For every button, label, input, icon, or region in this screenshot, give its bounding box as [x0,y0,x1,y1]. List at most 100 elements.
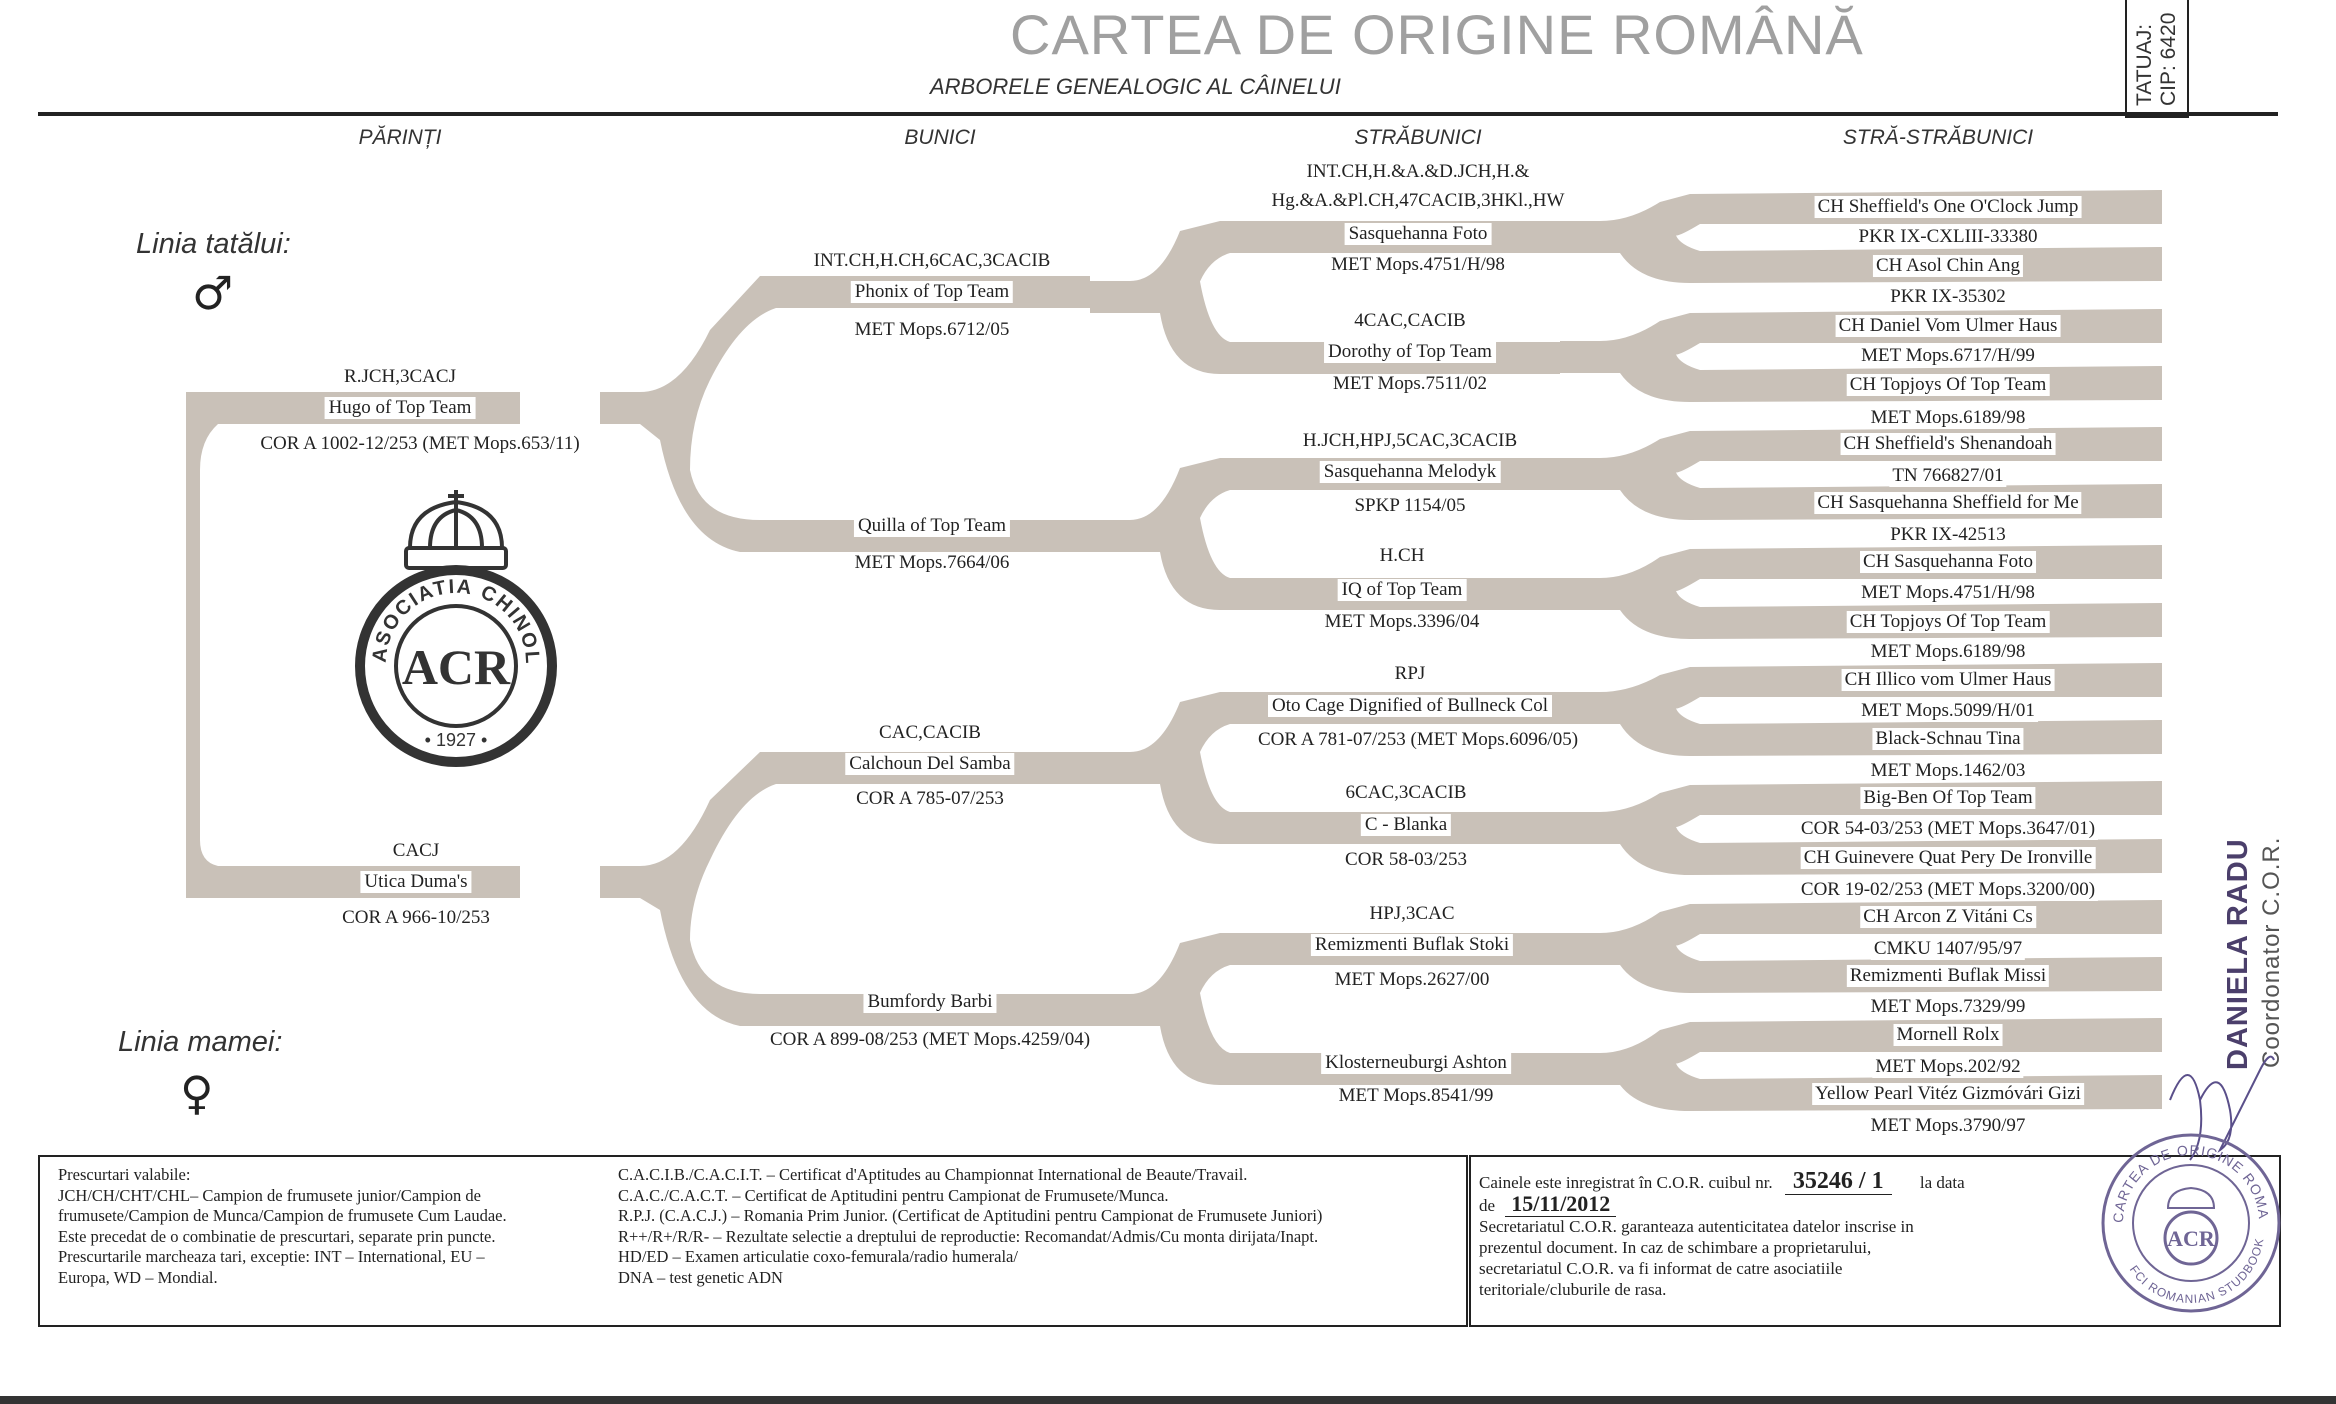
registration-date: 15/11/2012 [1505,1191,1617,1217]
gg-9-reg: MET Mops.5099/H/01 [1858,700,2038,722]
gg-14-reg: MET Mops.7329/99 [1867,996,2029,1018]
gg-8-name: CH Topjoys Of Top Team [1846,611,2050,633]
great-grandparent-3-reg: SPKP 1154/05 [1354,495,1466,516]
great-grandparent-1-reg: MET Mops.4751/H/98 [1331,254,1505,275]
great-grandparent-2-reg: MET Mops.7511/02 [1332,373,1488,394]
column-header-grandparents: BUNICI [904,126,976,149]
note-right-line: R.P.J. (C.A.C.J.) – Romania Prim Junior.… [618,1206,1323,1225]
grandparent-3-titles: CAC,CACIB [879,722,981,743]
gg-3-reg: MET Mops.6717/H/99 [1858,345,2038,367]
note-left-line: Prescurtari valabile: [58,1165,191,1184]
grandparent-1-name: Phonix of Top Team [850,281,1014,303]
great-grandparent-3-name: Sasquehanna Melodyk [1319,461,1501,483]
great-grandparent-6-name: C - Blanka [1360,814,1452,836]
great-grandparent-6-titles: 6CAC,3CACIB [1345,782,1467,803]
gg-12-reg: COR 19-02/253 (MET Mops.3200/00) [1797,879,2099,901]
stamp-monogram: ACR [2167,1226,2216,1251]
great-grandparent-1-name: Sasquehanna Foto [1344,223,1492,245]
gg-15-name: Mornell Rolx [1893,1024,2003,1046]
header-rule [38,112,2278,116]
tattoo-chip-box: TATUAJ: CIP: 6420 [2125,0,2189,118]
great-grandparent-2-titles: 4CAC,CACIB [1354,310,1466,331]
grandparent-4-reg: COR A 899-08/253 (MET Mops.4259/04) [769,1029,1091,1050]
great-grandparent-1-titles: INT.CH,H.&A.&D.JCH,H.& [1306,161,1530,182]
gg-15-reg: MET Mops.202/92 [1872,1056,2024,1078]
great-grandparent-4-reg: MET Mops.3396/04 [1324,611,1480,632]
male-symbol-icon: ♂ [192,266,234,320]
great-grandparent-7-titles: HPJ,3CAC [1369,903,1455,924]
gg-3-name: CH Daniel Vom Ulmer Haus [1835,315,2061,337]
parent-1-reg: COR A 1002-12/253 (MET Mops.653/11) [260,433,580,454]
gg-13-reg: CMKU 1407/95/97 [1870,938,2026,960]
note-left-line: frumusete/Campion de Munca/Campion de fr… [58,1206,507,1225]
gg-10-name: Black-Schnau Tina [1872,728,2024,750]
official-stamp-icon: CARTEA DE ORIGINE ROMANA FCI ROMANIAN ST… [2098,1130,2281,1313]
logo-year: • 1927 • [425,730,488,750]
gg-6-reg: PKR IX-42513 [1887,524,2009,546]
great-grandparent-1-titles2: Hg.&A.&Pl.CH,47CACIB,3HKl.,HW [1271,190,1565,211]
gg-12-name: CH Guinevere Quat Pery De Ironville [1800,847,2096,869]
grandparent-3-reg: COR A 785-07/253 [856,788,1004,809]
gg-16-reg: MET Mops.3790/97 [1867,1115,2029,1137]
gg-9-name: CH Illico vom Ulmer Haus [1841,669,2055,691]
gg-8-reg: MET Mops.6189/98 [1867,641,2029,663]
abbreviations-left: Prescurtari valabile: JCH/CH/CHT/CHL– Ca… [58,1165,648,1288]
note-left-line: Europa, WD – Mondial. [58,1267,218,1287]
great-grandparent-8-name: Klosterneuburgi Ashton [1321,1052,1511,1074]
note-right-line: C.A.C.I.B./C.A.C.I.T. – Certificat d'Apt… [618,1165,1248,1184]
grandparent-3-name: Calchoun Del Samba [845,753,1015,775]
parent-2-reg: COR A 966-10/253 [342,907,490,928]
handwritten-signature-icon [2169,1055,2275,1161]
registration-de: de [1479,1196,1496,1215]
gg-1-reg: PKR IX-CXLIII-33380 [1855,226,2041,248]
grandparent-1-reg: MET Mops.6712/05 [854,319,1010,340]
column-header-parents: PĂRINȚI [358,126,442,149]
gg-1-name: CH Sheffield's One O'Clock Jump [1814,196,2082,218]
grandparent-2-reg: MET Mops.7664/06 [854,552,1010,573]
great-grandparent-4-titles: H.CH [1379,545,1425,566]
great-grandparent-6-reg: COR 58-03/253 [1345,849,1467,870]
gg-4-reg: MET Mops.6189/98 [1867,407,2029,429]
registration-body-line: prezentul document. In caz de schimbare … [1479,1238,1872,1257]
tatuaj-label: TATUAJ: [2133,23,2156,106]
registration-body-line: Secretariatul C.O.R. garanteaza autentic… [1479,1217,1914,1236]
parent-2-name: Utica Duma's [360,871,472,893]
registration-text: Cainele este inregistrat în C.O.R. cuibu… [1479,1173,1773,1192]
registration-box: Cainele este inregistrat în C.O.R. cuibu… [1469,1155,2281,1327]
band-great-grandparents [1090,221,1560,374]
great-grandparent-5-titles: RPJ [1394,663,1426,684]
parent-1-name: Hugo of Top Team [324,397,476,419]
father-line-label: Linia tatălui: [136,228,291,260]
logo-monogram: ACR [402,639,511,695]
gg-13-name: CH Arcon Z Vitáni Cs [1860,906,2036,928]
gg-6-name: CH Sasquehanna Sheffield for Me [1814,492,2082,514]
gg-4-name: CH Topjoys Of Top Team [1846,374,2050,396]
band-grandparents-father [600,276,1090,552]
cip-label: CIP: 6420 [2157,12,2180,106]
document-subtitle: ARBORELE GENEALOGIC AL CÂINELUI [930,74,1341,99]
mother-line-label: Linia mamei: [118,1026,283,1058]
note-right-line: HD/ED – Examen articulatie coxo-femurala… [618,1247,1018,1266]
great-grandparent-3-titles: H.JCH,HPJ,5CAC,3CACIB [1302,430,1518,451]
gg-16-name: Yellow Pearl Vitéz Gizmóvári Gizi [1812,1083,2084,1105]
band-grandparents-mother [600,752,1090,1026]
great-grandparent-5-reg: COR A 781-07/253 (MET Mops.6096/05) [1257,729,1579,750]
column-header-great-grandparents: STRĂBUNICI [1354,126,1482,149]
gg-2-reg: PKR IX-35302 [1887,286,2009,308]
note-right-line: C.A.C./C.A.C.T. – Certificat de Aptitudi… [618,1185,1169,1205]
great-grandparent-4-name: IQ of Top Team [1337,579,1467,601]
acr-logo-icon: ASOCIATIA CHINOLOGICA ROMANA ACR • 1927 … [350,488,557,767]
grandparent-1-titles: INT.CH,H.CH,6CAC,3CACIB [813,250,1051,271]
note-right-line: DNA – test genetic ADN [618,1267,783,1287]
document-title: CARTEA DE ORIGINE ROMÂNĂ [1010,3,1864,66]
female-symbol-icon: ♀ [180,1066,214,1120]
column-header-great-great-grandparents: STRĂ-STRĂBUNICI [1842,126,2034,149]
band-great-grandparents [1090,458,1560,610]
gg-2-name: CH Asol Chin Ang [1872,255,2024,277]
registration-date-label: la data [1919,1173,1965,1192]
gg-5-name: CH Sheffield's Shenandoah [1840,433,2056,455]
great-grandparent-2-name: Dorothy of Top Team [1324,341,1496,363]
gg-5-reg: TN 766827/01 [1889,465,2007,487]
great-grandparent-5-name: Oto Cage Dignified of Bullneck Col [1268,695,1552,717]
band-great-grandparents [1090,692,1560,844]
